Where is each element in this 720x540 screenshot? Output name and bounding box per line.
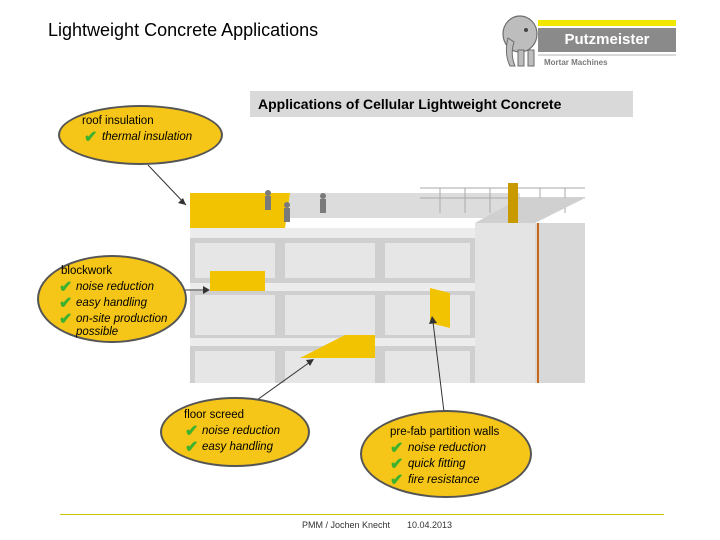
callout-item: easy handling [76, 297, 147, 309]
checkmark-icon: ✔ [59, 311, 73, 328]
elephant-icon [502, 15, 538, 67]
footer-date: 10.04.2013 [407, 520, 453, 530]
footer-author: PMM / Jochen Knecht [302, 520, 391, 530]
callout-blockwork: blockwork ✔ noise reduction ✔ easy handl… [37, 255, 187, 343]
checkmark-icon: ✔ [390, 472, 404, 489]
checkmark-icon: ✔ [84, 129, 98, 146]
callout-item: noise reduction [202, 425, 280, 437]
callout-floor-screed: floor screed ✔ noise reduction ✔ easy ha… [160, 397, 310, 467]
callout-heading: floor screed [184, 409, 245, 421]
callout-item: on-site production [76, 313, 168, 325]
footer-divider [60, 514, 664, 515]
callout-item: noise reduction [76, 281, 154, 293]
callout-item: thermal insulation [102, 131, 193, 143]
callout-heading: blockwork [61, 265, 113, 277]
callout-heading: roof insulation [82, 115, 154, 127]
checkmark-icon: ✔ [59, 295, 73, 312]
checkmark-icon: ✔ [185, 439, 199, 456]
section-heading: Applications of Cellular Lightweight Con… [250, 91, 633, 117]
callout-item: possible [76, 326, 119, 338]
callout-item: fire resistance [408, 474, 480, 486]
building-illustration [190, 183, 585, 383]
checkmark-icon: ✔ [390, 440, 404, 457]
callout-item: quick fitting [408, 458, 466, 470]
checkmark-icon: ✔ [390, 456, 404, 473]
callout-roof-insulation: roof insulation ✔ thermal insulation [58, 105, 223, 165]
checkmark-icon: ✔ [59, 279, 73, 296]
logo-subbrand: Mortar Machines [538, 54, 676, 68]
page-title: Lightweight Concrete Applications [48, 20, 319, 40]
logo-brand: Putzmeister [538, 28, 676, 52]
putzmeister-logo: Putzmeister Mortar Machines [498, 6, 678, 72]
callout-partition-walls: pre-fab partition walls ✔ noise reductio… [360, 410, 532, 498]
checkmark-icon: ✔ [185, 423, 199, 440]
callout-heading: pre-fab partition walls [390, 426, 500, 438]
callout-item: noise reduction [408, 442, 486, 454]
callout-item: easy handling [202, 441, 273, 453]
